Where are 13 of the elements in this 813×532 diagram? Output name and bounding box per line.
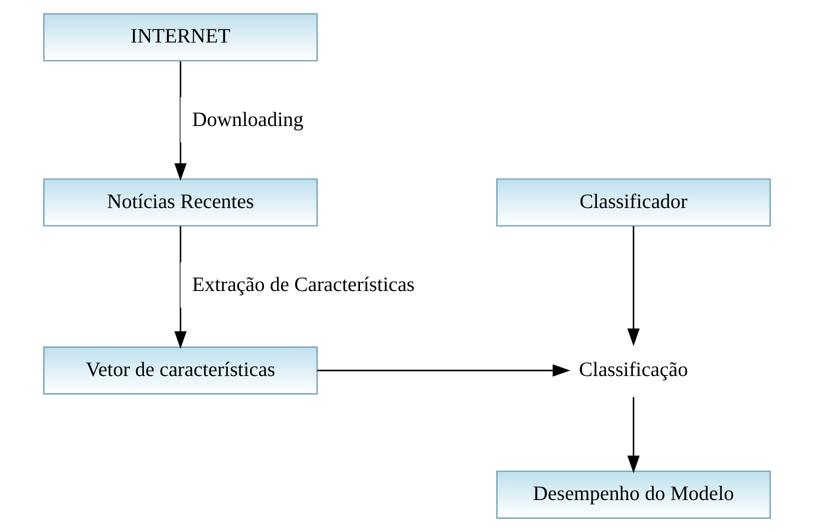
node-box: Notícias Recentes [42,178,318,227]
node-box: Desempenho do Modelo [496,470,770,519]
node-box: Classificador [496,178,770,227]
edge-label: Downloading [192,109,303,131]
arrow [174,61,186,181]
arrow [626,397,640,474]
arrow [316,364,570,377]
arrow [174,226,186,349]
arrow [626,226,640,346]
node-text: Classificação [578,358,688,381]
node-box: INTERNET [42,13,318,62]
node-box: Vetor de características [42,346,318,395]
edge-label: Extração de Características [192,274,414,296]
